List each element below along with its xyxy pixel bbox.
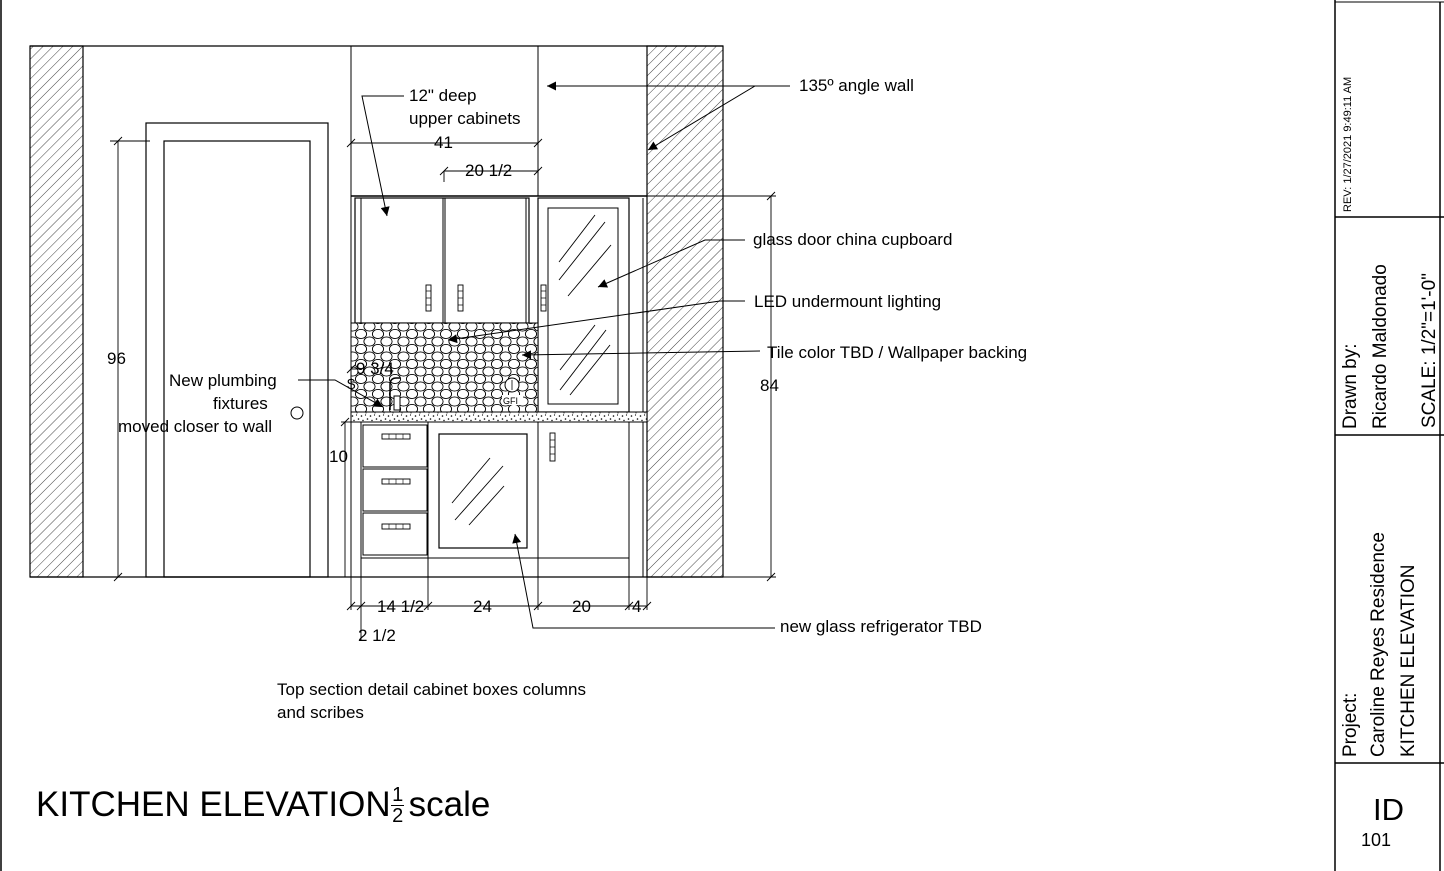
dim-84: 84 [760, 376, 779, 395]
countertop [350, 411, 648, 423]
tb-project-label: Project: [1340, 692, 1361, 757]
note-tile: Tile color TBD / Wallpaper backing [767, 343, 1028, 362]
note-upper-cabinets: upper cabinets [409, 109, 521, 128]
switch-symbol: $ [347, 376, 356, 393]
note-led: LED undermount lighting [754, 292, 942, 311]
note-upper-deep: 12" deep [409, 86, 477, 105]
dim-9-34: 9 3/4 [356, 359, 394, 378]
tb-scale: SCALE: 1/2"=1'-0" [1419, 273, 1440, 428]
fraction-numerator: 1 [391, 783, 405, 806]
tb-sheet-number: 101 [1361, 830, 1392, 850]
dim-20: 20 [572, 597, 591, 616]
drawing-title-suffix: scale [408, 785, 491, 824]
dim-14-half: 14 1/2 [377, 597, 425, 616]
fraction-denominator: 2 [392, 804, 404, 827]
outlet-symbol [290, 406, 304, 420]
left-wall [29, 45, 84, 578]
gfi-label: GFI [503, 396, 518, 406]
right-angle-wall [646, 45, 724, 578]
tb-drawn-by-label: Drawn by: [1340, 343, 1361, 429]
note-plumbing-3: moved closer to wall [118, 417, 273, 436]
note-plumbing-2: fixtures [213, 394, 268, 413]
dim-96: 96 [107, 349, 126, 368]
tb-drawn-by-name: Ricardo Maldonado [1370, 264, 1391, 429]
tb-rev-text: REV: 1/27/2021 9:49:11 AM [1342, 76, 1354, 212]
dim-41: 41 [434, 133, 453, 152]
tb-sheet-id: ID [1373, 792, 1404, 827]
upper-cabinets [354, 197, 530, 324]
china-cupboard [537, 197, 644, 577]
tb-rev: REV: 1/27/2021 9:49:11 AM [1342, 77, 1354, 212]
dim-2-half: 2 1/2 [358, 626, 396, 645]
tb-sheet-title: KITCHEN ELEVATION [1398, 564, 1419, 758]
drawing-title-main: KITCHEN ELEVATION [36, 785, 391, 824]
dim-10: 10 [329, 447, 348, 466]
note-fridge: new glass refrigerator TBD [780, 617, 982, 636]
door [145, 122, 329, 578]
dim-20-half: 20 1/2 [465, 161, 513, 180]
note-section-2: and scribes [277, 703, 364, 722]
faucet [389, 377, 401, 411]
dimension-lines [110, 136, 776, 640]
tile-backsplash [350, 322, 539, 413]
note-section-1: Top section detail cabinet boxes columns [277, 680, 587, 699]
note-plumbing-1: New plumbing [169, 371, 277, 390]
base-cabinets [360, 422, 629, 577]
note-glass-door: glass door china cupboard [753, 230, 953, 249]
dim-4: 4 [632, 597, 642, 616]
drawing-title: KITCHEN ELEVATION 1 2 scale [36, 782, 490, 832]
tb-project-name: Caroline Reyes Residence [1368, 532, 1389, 757]
leader-lines [298, 81, 790, 629]
note-angle-wall: 135º angle wall [799, 76, 914, 95]
drawing-title-fraction: 1 2 [391, 783, 405, 827]
dim-24: 24 [473, 597, 492, 616]
